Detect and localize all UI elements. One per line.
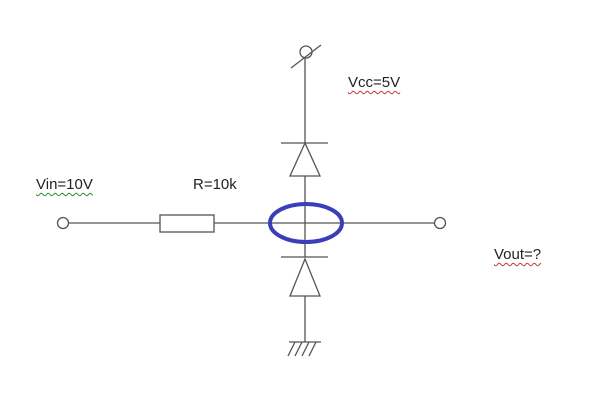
vcc-terminal-slash bbox=[290, 44, 322, 69]
vout-label: Vout=? bbox=[494, 246, 542, 263]
highlight-ellipse bbox=[268, 202, 344, 244]
resistor-label: R=10k bbox=[193, 176, 237, 193]
ground-hatch-icon bbox=[287, 341, 317, 357]
vin-label: Vin=10V bbox=[36, 176, 93, 193]
resistor bbox=[159, 214, 215, 233]
vin-terminal bbox=[56, 216, 70, 230]
upper-diode-triangle bbox=[288, 141, 322, 177]
vout-terminal bbox=[433, 216, 447, 230]
lower-diode-triangle bbox=[289, 257, 321, 297]
vcc-label: Vcc=5V bbox=[348, 74, 401, 91]
